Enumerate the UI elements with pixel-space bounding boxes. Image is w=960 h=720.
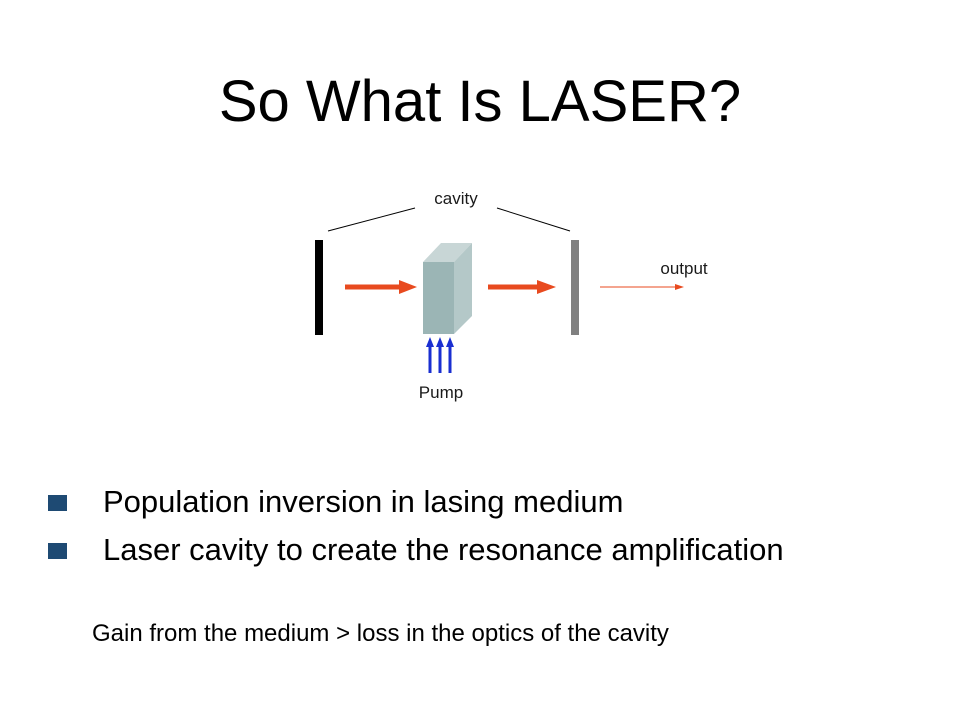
output-label: output [660, 259, 708, 278]
cavity-bracket-right [496, 207, 571, 232]
pump-label: Pump [419, 383, 463, 402]
cavity-label: cavity [434, 189, 478, 208]
gain-medium-side [454, 243, 472, 334]
square-bullet-icon [48, 543, 67, 559]
gain-medium [423, 243, 472, 334]
intracavity-beam-left [345, 280, 417, 294]
pump-arrows [426, 337, 454, 373]
pump-arrow [426, 337, 434, 373]
gain-loss-condition: Gain from the medium > loss in the optic… [92, 620, 669, 647]
pump-arrow [436, 337, 444, 373]
square-bullet-icon [48, 495, 67, 511]
cavity-bracket-left [327, 207, 416, 232]
slide-title: So What Is LASER? [218, 69, 742, 134]
bullet-text: Laser cavity to create the resonance amp… [103, 532, 784, 567]
intracavity-beam-right [488, 280, 556, 294]
gain-medium-front [423, 262, 454, 334]
output-coupler-mirror [571, 240, 579, 335]
bullet-text: Population inversion in lasing medium [103, 484, 624, 519]
output-beam [600, 284, 684, 290]
pump-arrow [446, 337, 454, 373]
back-mirror [315, 240, 323, 335]
gain-medium-top [423, 243, 472, 262]
